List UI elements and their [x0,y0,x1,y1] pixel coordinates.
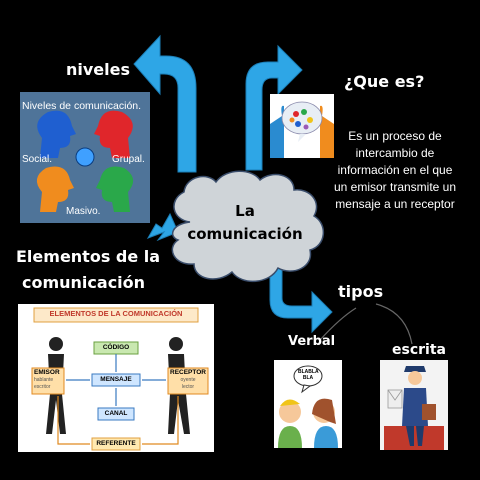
elementos-mensaje: MENSAJE [100,376,132,383]
que-es-definition: Es un proceso de intercambio de informac… [320,128,470,213]
center-title-line1: La [235,202,255,220]
elementos-title: Elementos de la comunicación [16,244,160,296]
elementos-diagram [31,307,209,451]
niveles-img-title: Niveles de comunicación. [22,100,142,112]
niveles-social: Social. [22,154,53,165]
elementos-img-title: ELEMENTOS DE LA COMUNICACIÓN [49,309,183,318]
que-es-line5: mensaje a un receptor [335,197,455,211]
center-title-line2: comunicación [187,225,303,243]
elementos-canal: CANAL [104,410,128,417]
tipos-connector-left [319,307,357,341]
arrow-to-tipos [269,265,333,334]
que-es-line4: un emisor transmite un [333,180,457,194]
elementos-receptor-sub2: lector [181,384,195,390]
head-orange [36,166,74,212]
que-es-line3: información en el que [337,163,453,177]
tipo-verbal-label: Verbal [288,334,336,349]
elementos-referente: REFERENTE [96,440,136,447]
speech-bubbles-illustration [270,101,334,158]
elementos-emisor-sub1: hablante [34,377,54,383]
tipos-connector-right [375,303,413,345]
elementos-title-line2: comunicación [22,273,146,292]
tipos-title: tipos [338,282,384,301]
elementos-receptor-sub1: oyente [180,377,196,383]
head-red [94,110,133,158]
center-cloud [171,170,324,282]
arrow-to-elementos [146,212,179,242]
elementos-emisor: EMISOR [34,369,60,376]
elementos-title-line1: Elementos de la [16,247,161,266]
elementos-emisor-sub2: escritor [34,384,51,390]
niveles-title: niveles [66,60,131,79]
two-people-talking-illustration [278,365,338,448]
escrita-image [380,360,448,450]
niveles-image: Niveles de comunicación. Social. Grupal.… [20,92,150,223]
elementos-image: ELEMENTOS DE LA COMUNICACIÓN CÓDIGO EMIS… [18,304,214,452]
verbal-image: BLABLA BLA [274,360,342,448]
bubble-text-line2: BLA [302,375,314,381]
tipo-escrita-label: escrita [392,342,446,358]
elementos-receptor: RECEPTOR [170,369,206,376]
head-green [96,166,134,212]
center-title: La comunicación [160,200,330,246]
head-blue [37,110,76,158]
que-es-line2: intercambio de [355,146,435,160]
globe-icon [75,147,95,167]
arrow-to-niveles [133,34,197,173]
que-es-title: ¿Que es? [344,72,425,91]
bubble-text-line1: BLABLA [298,369,319,375]
elementos-codigo: CÓDIGO [102,344,130,351]
niveles-masivo: Masivo. [66,206,101,217]
arrow-to-que-es [245,44,303,171]
niveles-grupal: Grupal. [112,154,145,165]
niveles-heads-illustration [20,92,150,223]
que-es-line1: Es un proceso de [348,129,442,143]
que-es-image [270,94,334,158]
postman-illustration [384,366,444,450]
